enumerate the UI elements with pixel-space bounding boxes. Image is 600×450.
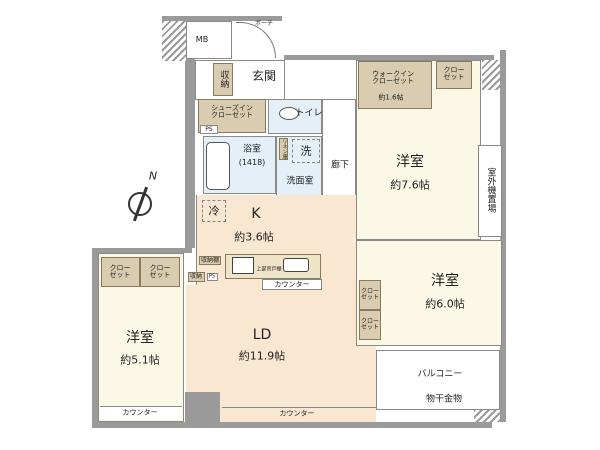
ps-label: PS: [205, 126, 213, 133]
closet-b-label: クロー ゼット: [149, 264, 171, 279]
wall-hatch: [162, 21, 186, 61]
ld-storage-label: 収納: [189, 273, 203, 280]
fridge-label: 冷: [208, 204, 220, 218]
bath-size: (1418): [238, 158, 266, 167]
room-west-label: 洋室: [126, 330, 154, 346]
ld-counter: [222, 407, 376, 422]
entrance-label: 玄関: [251, 69, 277, 83]
bathtub-icon: [206, 142, 230, 190]
toilet-label: トイレ: [295, 108, 323, 119]
ld-label: LD: [252, 327, 272, 343]
kitchen-label: K: [251, 206, 261, 222]
shoe-closet-label: シューズイン クローゼット: [211, 104, 253, 119]
wall-cabinet-label: 上部吊戸棚: [256, 266, 282, 273]
kitchen-counter: [262, 279, 322, 290]
ld-size: 約11.9帖: [238, 349, 286, 363]
wall: [162, 16, 282, 21]
ld-ps-label: PS: [208, 273, 216, 280]
closet-c-label: クロー ゼット: [443, 66, 465, 81]
kitchen-shelf-label: 収納棚: [200, 257, 220, 264]
room-west-counter: [100, 406, 182, 419]
closet-b: [140, 257, 180, 287]
wall: [92, 422, 492, 428]
compass-icon: [128, 192, 152, 216]
room-west-counter-label: カウンター: [122, 408, 158, 417]
washroom-label: 洗面室: [286, 176, 314, 187]
closet-a-label: クロー ゼット: [109, 264, 131, 279]
linen-storage: [279, 138, 288, 160]
walk-in-closet: [358, 61, 432, 109]
ps: [200, 125, 218, 134]
ld-ps: [207, 273, 218, 281]
wall: [92, 248, 192, 253]
outdoor-unit-space: [478, 145, 502, 237]
outdoor-unit-label: 室外機置場: [485, 167, 496, 213]
closet-e-label: クロー ゼット: [360, 318, 380, 331]
linen-label: リネン庫: [281, 139, 288, 159]
toilet-bowl-icon: [279, 107, 299, 120]
ld-counter-label: カウンター: [279, 409, 315, 418]
room-ne-label: 洋室: [396, 154, 424, 170]
wall: [284, 55, 494, 60]
north-label: N: [148, 169, 158, 183]
entry-storage: [213, 63, 233, 96]
mb: [186, 21, 232, 59]
entry-storage-label: 収納: [218, 70, 229, 88]
sink-icon: [283, 258, 309, 272]
corridor-label: 廊下: [330, 160, 350, 171]
room-e-size: 約6.0帖: [425, 297, 465, 311]
room-ne-size: 約7.6帖: [390, 178, 430, 192]
front-door[interactable]: [236, 22, 276, 58]
porch-label: ポーチ: [254, 20, 274, 27]
closet-d-label: クロー ゼット: [360, 288, 380, 301]
washer-space: [292, 139, 320, 163]
kitchen-size: 約3.6帖: [234, 230, 274, 244]
entrance: [195, 60, 285, 100]
toilet: [268, 99, 322, 134]
drying-rack-label: 物干金物: [425, 394, 463, 405]
room-west-size: 約5.1帖: [120, 353, 160, 367]
closet-c: [436, 61, 472, 89]
closet-d: [359, 280, 381, 310]
mb-label: MB: [195, 35, 209, 44]
pillar: [186, 392, 220, 422]
wall-hatch: [482, 60, 500, 90]
kitchen-counter-label: カウンター: [274, 280, 310, 289]
balcony: [376, 350, 500, 410]
bath-label: 浴室: [242, 144, 262, 155]
wall: [500, 50, 506, 422]
stove-icon: [232, 257, 254, 274]
kitchen-shelf: [199, 256, 221, 265]
wall: [185, 58, 195, 248]
wic-label: ウォークイン クローゼット: [372, 70, 414, 85]
wic-size: 約1.6帖: [378, 93, 404, 102]
closet-a: [101, 257, 140, 287]
fridge-space: [202, 200, 226, 222]
ld-storage: [188, 272, 205, 282]
wall: [92, 248, 98, 428]
closet-e: [359, 310, 381, 340]
balcony-label: バルコニー: [417, 369, 463, 380]
washer-label: 洗: [300, 144, 312, 158]
room-e-label: 洋室: [431, 273, 459, 289]
